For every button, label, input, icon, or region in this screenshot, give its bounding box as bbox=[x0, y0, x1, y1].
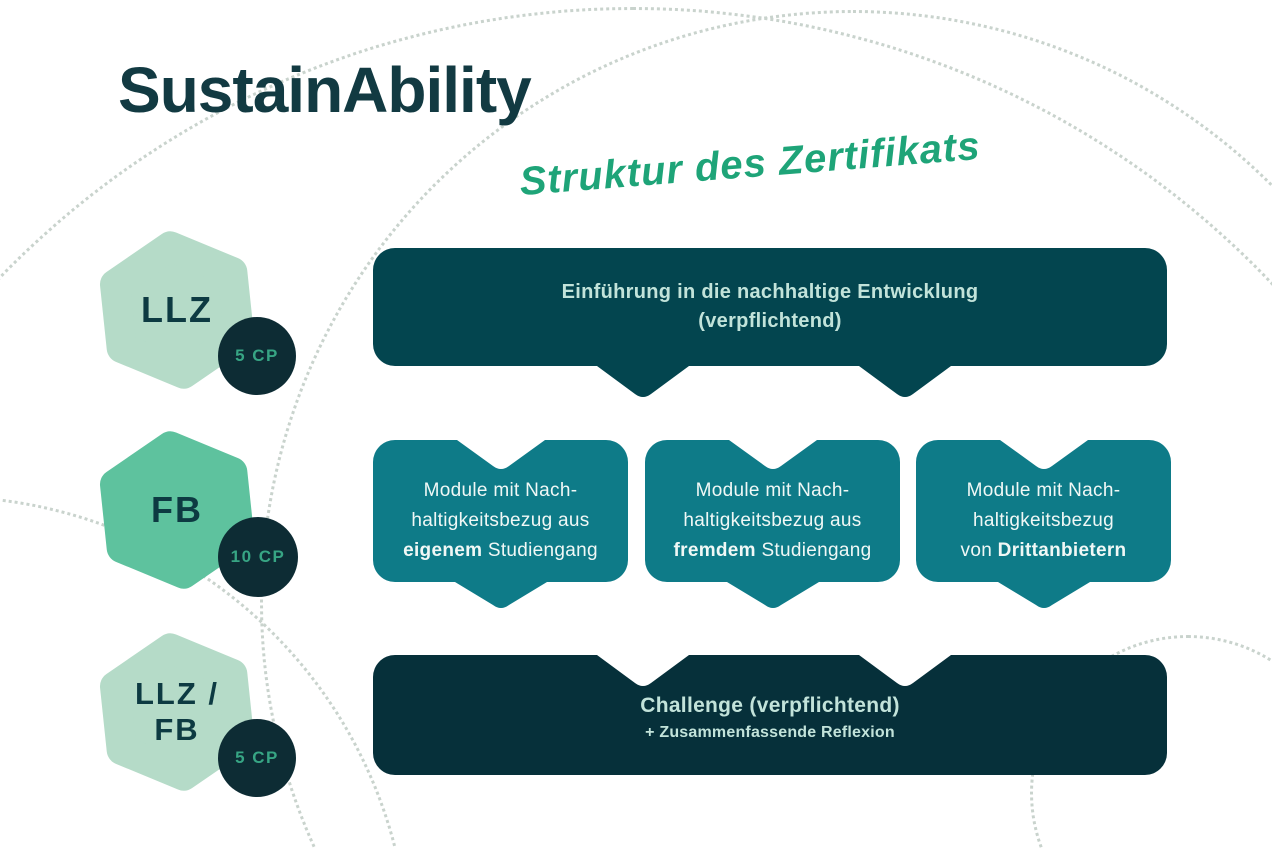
credit-points-badge-llz-fb: 5 CP bbox=[218, 719, 296, 797]
credit-points-badge-fb: 10 CP bbox=[218, 517, 298, 597]
hexagon-llz-fb-line1: LLZ / bbox=[134, 676, 220, 711]
hexagon-llz-fb-line2: FB bbox=[154, 712, 200, 747]
module-foreign-line2: haltigkeitsbezug aus bbox=[683, 510, 862, 531]
dotted-arc-large bbox=[0, 7, 1272, 848]
module-own-line2: haltigkeitsbezug aus bbox=[411, 510, 590, 531]
intro-box-line2: (verpflichtend) bbox=[698, 310, 842, 332]
module-box-own-program: Module mit Nach- haltigkeitsbezug aus ei… bbox=[373, 440, 628, 610]
hexagon-llz-fb: LLZ / FB bbox=[94, 625, 260, 800]
module-box-own-text: Module mit Nach- haltigkeitsbezug aus ei… bbox=[373, 450, 628, 592]
module-third-line3: von Drittanbietern bbox=[960, 540, 1127, 561]
module-foreign-line1: Module mit Nach- bbox=[695, 480, 850, 501]
puzzle-box-shape-icon bbox=[373, 248, 1167, 397]
module-box-third-party: Module mit Nach- haltigkeitsbezug von Dr… bbox=[916, 440, 1171, 610]
intro-module-box: Einführung in die nachhaltige Entwicklun… bbox=[373, 248, 1167, 400]
module-third-line1: Module mit Nach- bbox=[966, 480, 1121, 501]
challenge-box: Challenge (verpflichtend) + Zusammenfass… bbox=[373, 655, 1167, 775]
module-own-line3: eigenem Studiengang bbox=[403, 540, 598, 561]
puzzle-box-shape-icon bbox=[373, 440, 628, 608]
challenge-box-text: Challenge (verpflichtend) + Zusammenfass… bbox=[373, 661, 1167, 775]
puzzle-box-shape-icon bbox=[373, 655, 1167, 775]
challenge-line1: Challenge (verpflichtend) bbox=[640, 694, 900, 717]
intro-box-line1: Einführung in die nachhaltige Entwicklun… bbox=[561, 281, 979, 303]
module-box-third-text: Module mit Nach- haltigkeitsbezug von Dr… bbox=[916, 450, 1171, 592]
puzzle-box-shape-icon bbox=[645, 440, 900, 608]
hexagon-fb: FB bbox=[94, 423, 260, 598]
hexagon-llz: LLZ bbox=[94, 223, 260, 398]
challenge-line2: + Zusammenfassende Reflexion bbox=[645, 724, 895, 741]
hexagon-shape-icon bbox=[99, 231, 255, 389]
page-title: SustainAbility bbox=[118, 54, 532, 126]
hexagon-shape-icon bbox=[99, 431, 255, 589]
credit-points-badge-llz: 5 CP bbox=[218, 317, 296, 395]
module-box-foreign-text: Module mit Nach- haltigkeitsbezug aus fr… bbox=[645, 450, 900, 592]
puzzle-box-shape-icon bbox=[916, 440, 1171, 608]
module-third-line2: haltigkeitsbezug bbox=[972, 510, 1115, 531]
intro-box-text: Einführung in die nachhaltige Entwicklun… bbox=[373, 248, 1167, 366]
hexagon-shape-icon bbox=[99, 633, 255, 791]
module-own-line1: Module mit Nach- bbox=[423, 480, 578, 501]
module-box-foreign-program: Module mit Nach- haltigkeitsbezug aus fr… bbox=[645, 440, 900, 610]
module-foreign-line3: fremdem Studiengang bbox=[673, 540, 872, 561]
